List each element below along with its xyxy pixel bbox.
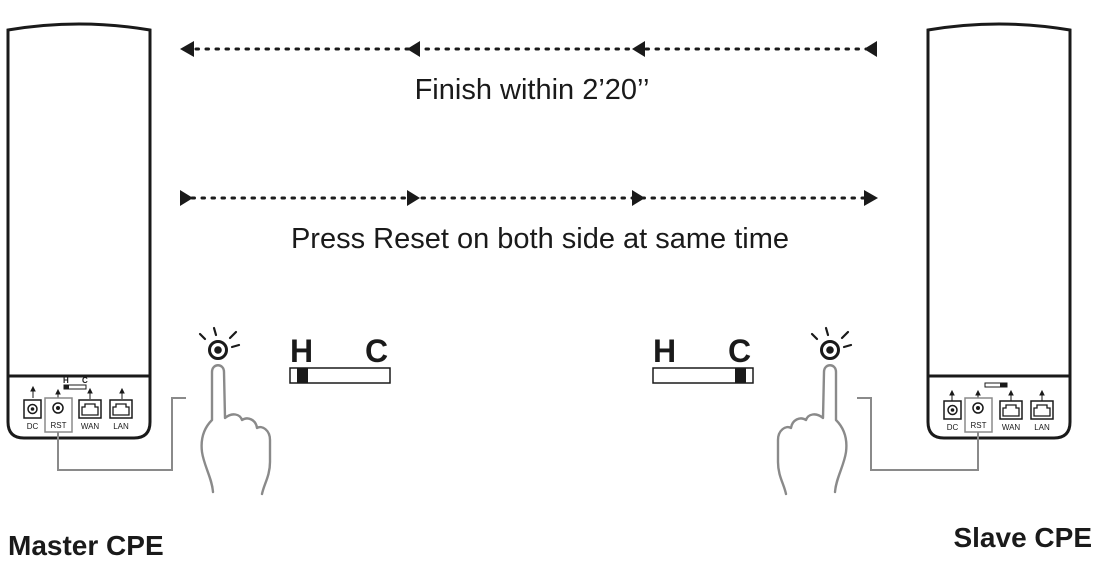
slave-panel-switch-knob — [1000, 383, 1007, 387]
rightward-dotted-arrow-icon — [180, 190, 878, 206]
slave-port-label-rst: RST — [971, 421, 987, 430]
slave-cpe: DC RST WAN LAN Slave CPE — [857, 22, 1092, 553]
master-panel-h-label: H — [63, 376, 69, 385]
switch-indicator-left: H C — [289, 333, 391, 384]
master-cpe: H C DC RST WAN LAN Master CPE — [6, 22, 186, 561]
switch-left-c-label: C — [365, 333, 388, 369]
switch-right-track — [652, 367, 754, 384]
pointing-hand-icon — [776, 364, 848, 496]
finish-time-instruction: Finish within 2’20’’ — [415, 74, 650, 106]
master-hand — [198, 326, 272, 496]
pointing-hand-icon — [200, 364, 272, 496]
slave-port-label-lan: LAN — [1034, 423, 1050, 432]
slave-cpe-body — [926, 22, 1072, 378]
master-port-label-dc: DC — [27, 422, 39, 431]
slave-port-label-wan: WAN — [1002, 423, 1021, 432]
switch-right-c-label: C — [728, 333, 751, 369]
switch-left-h-label: H — [290, 333, 313, 369]
master-panel-switch-knob — [64, 385, 69, 389]
switch-right-knob — [735, 368, 746, 383]
master-port-label-wan: WAN — [81, 422, 100, 431]
slave-port-label-dc: DC — [947, 423, 959, 432]
press-button-icon — [810, 326, 853, 360]
slave-cpe-label: Slave CPE — [953, 522, 1092, 553]
slave-hand — [776, 326, 853, 496]
press-button-icon — [198, 326, 241, 360]
slave-cpe-base — [926, 374, 1072, 440]
slave-lead-line — [857, 397, 979, 471]
leftward-dotted-arrow-icon — [180, 41, 877, 57]
master-port-arrows — [30, 385, 125, 400]
master-lead-line — [57, 397, 186, 471]
switch-left-knob — [297, 368, 308, 383]
switch-indicator-right: H C — [652, 333, 754, 384]
switch-right-h-label: H — [653, 333, 676, 369]
master-cpe-label: Master CPE — [8, 530, 164, 561]
switch-left-track — [289, 367, 391, 384]
press-reset-instruction: Press Reset on both side at same time — [291, 223, 789, 255]
master-port-label-rst: RST — [51, 421, 67, 430]
master-port-label-lan: LAN — [113, 422, 129, 431]
master-cpe-body — [6, 22, 152, 378]
master-panel-c-label: C — [82, 376, 88, 385]
